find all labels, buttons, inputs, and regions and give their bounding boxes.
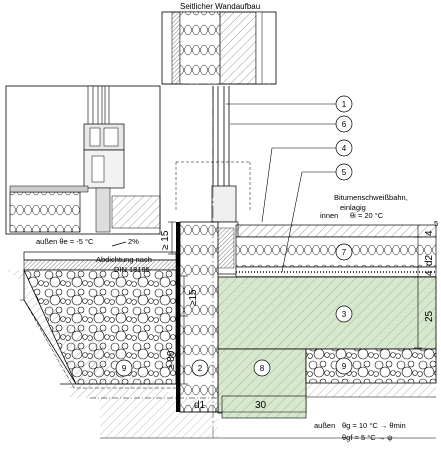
callout-5-label: 5 bbox=[342, 168, 347, 177]
abdichtung-label-2: DIN 18195 bbox=[114, 265, 150, 274]
dim-4-top: 4 bbox=[424, 230, 435, 236]
theta-i-label: θi = 20 °C bbox=[350, 211, 384, 220]
ground-lines bbox=[60, 383, 436, 439]
callout-9-right: 9 bbox=[335, 357, 353, 375]
dim-4-mid: 4 bbox=[424, 270, 435, 276]
window-frame-detail bbox=[5, 85, 161, 235]
slope-indicator: 2% bbox=[111, 237, 139, 247]
side-wall-detail bbox=[161, 11, 277, 85]
theta-g-label: θg = 10 °C → θmin bbox=[342, 421, 406, 430]
callout-1: 1 bbox=[335, 95, 353, 113]
callout-3: 3 bbox=[335, 305, 353, 323]
dim-25: 25 bbox=[424, 310, 435, 322]
callout-4-label: 4 bbox=[342, 144, 347, 153]
callout-3-label: 3 bbox=[342, 310, 347, 319]
dimension-lines bbox=[168, 221, 422, 413]
callout-5: 5 bbox=[335, 163, 353, 181]
callout-2: 2 bbox=[191, 359, 209, 377]
callout-7: 7 bbox=[335, 243, 353, 261]
callout-6-label: 6 bbox=[342, 120, 347, 129]
dim-5: 5 bbox=[434, 219, 438, 228]
side-wall-title: Seitlicher Wandaufbau bbox=[180, 2, 260, 11]
exterior-gravel bbox=[6, 251, 177, 398]
theta-gf-label: θgf = 5 °C → ψ bbox=[342, 433, 393, 442]
dim-ge80: ≥ 80 bbox=[166, 350, 177, 370]
dim-d1: d1 bbox=[194, 400, 206, 411]
dim-ge15-mid: ≥15 bbox=[188, 289, 199, 306]
callout-7-label: 7 bbox=[342, 248, 347, 257]
callout-4: 4 bbox=[335, 139, 353, 157]
callout-9-right-label: 9 bbox=[342, 362, 347, 371]
callout-8-label: 8 bbox=[260, 364, 265, 373]
callout-9-left: 9 bbox=[115, 359, 133, 377]
callout-1-label: 1 bbox=[342, 100, 347, 109]
dim-d2: d2 bbox=[424, 254, 435, 266]
dim-ge15-top: ≥ 15 bbox=[160, 230, 171, 250]
callout-2-label: 2 bbox=[198, 364, 203, 373]
callout-6: 6 bbox=[335, 115, 353, 133]
slope-label: 2% bbox=[128, 237, 139, 246]
bitumen-label-2: einlagig bbox=[340, 203, 366, 212]
aussen-bottom-label: außen bbox=[314, 421, 335, 430]
dim-30: 30 bbox=[255, 400, 267, 411]
abdichtung-label-1: Abdichtung nach bbox=[96, 255, 152, 264]
innen-label: innen bbox=[320, 211, 338, 220]
aussen-top-label: außen θe = -5 °C bbox=[36, 237, 94, 246]
callout-8: 8 bbox=[253, 359, 271, 377]
bitumen-label-1: Bitumenschweißbahn, bbox=[334, 193, 408, 202]
callout-9-left-label: 9 bbox=[122, 364, 127, 373]
leader-lines bbox=[226, 103, 336, 273]
gravel-right bbox=[305, 348, 437, 384]
perimeter-insulation bbox=[176, 221, 219, 413]
concrete-slab bbox=[217, 276, 437, 419]
